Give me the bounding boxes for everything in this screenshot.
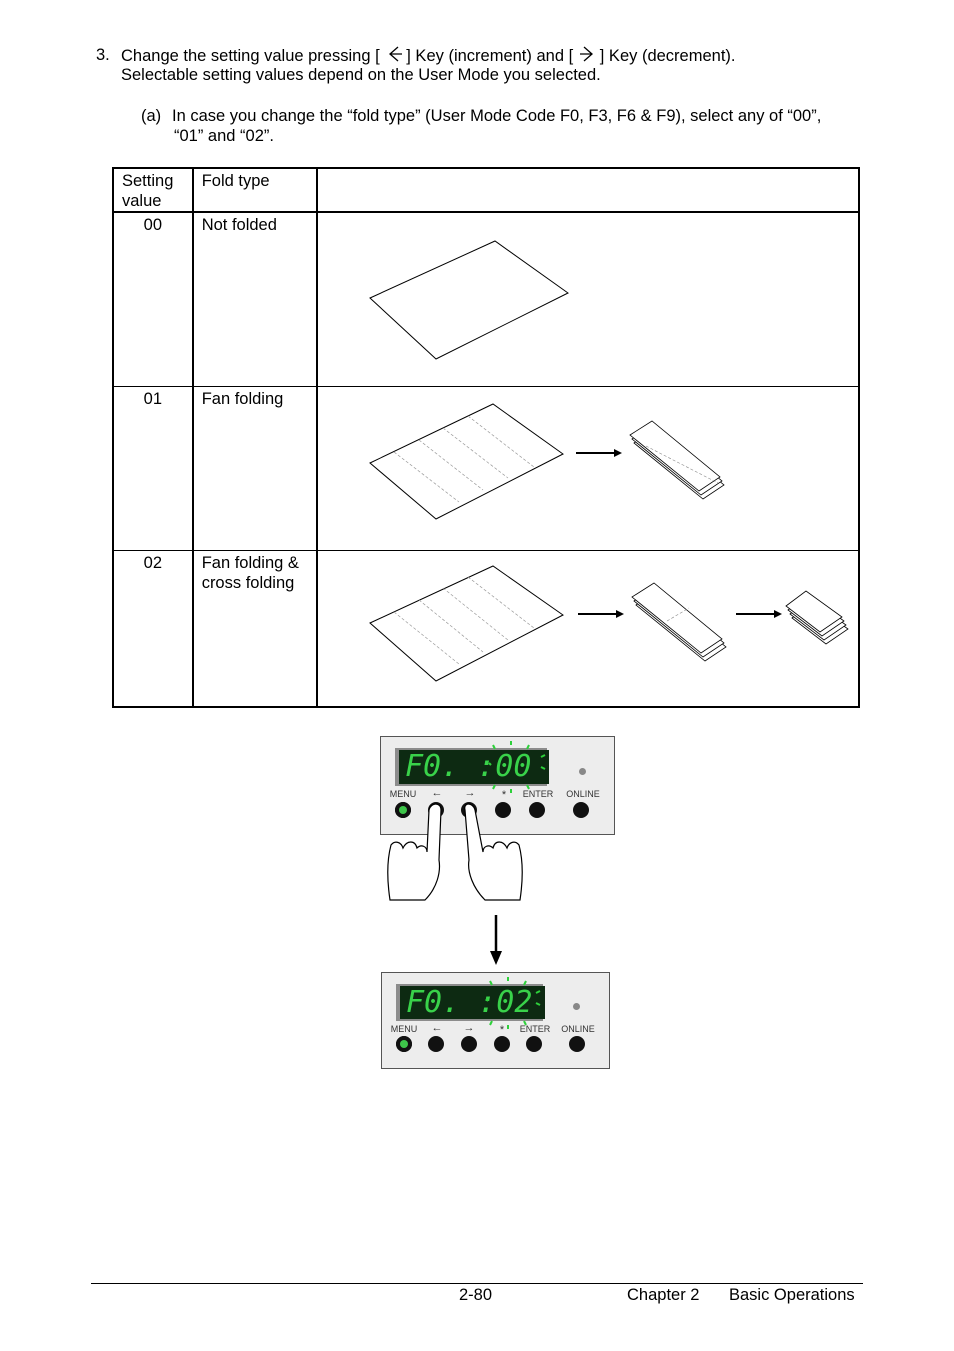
lcd-frame: F0. :00 xyxy=(395,748,549,786)
header-illustration xyxy=(316,167,860,213)
online-led xyxy=(579,768,586,775)
sub-line-2: “01” and “02”. xyxy=(174,127,274,145)
menu-button[interactable] xyxy=(395,802,411,818)
step-line-2: Selectable setting values depend on the … xyxy=(121,66,601,84)
footer-chapter: Chapter 2 xyxy=(627,1286,700,1304)
right-arrow-label: → xyxy=(464,787,476,799)
online-label: ONLINE xyxy=(566,789,600,799)
enter-button[interactable] xyxy=(529,802,545,818)
step-line-1-c: ] Key (decrement). xyxy=(599,46,736,65)
asterisk-button[interactable] xyxy=(494,1036,510,1052)
enter-label: ENTER xyxy=(519,1024,551,1034)
enter-label: ENTER xyxy=(522,789,554,799)
row-value: 01 xyxy=(143,390,163,408)
footer-rule xyxy=(91,1283,863,1284)
step-line-1: Change the setting value pressing [ ] Ke… xyxy=(121,45,735,68)
page-number: 2-80 xyxy=(459,1286,493,1304)
asterisk-label: * xyxy=(501,789,507,801)
online-label: ONLINE xyxy=(561,1024,595,1034)
header-fold-type: Fold type xyxy=(201,172,270,190)
step-line-1-b: ] Key (increment) and [ xyxy=(406,46,574,65)
right-arrow-button[interactable] xyxy=(461,1036,477,1052)
fan-cross-folding-illustration xyxy=(316,550,860,708)
left-arrow-label: ← xyxy=(431,787,443,799)
sub-label: (a) xyxy=(141,107,162,125)
fan-folding-illustration xyxy=(316,386,860,551)
blink-indicator-icon xyxy=(485,977,541,1029)
arrow-left-key-icon xyxy=(384,45,406,68)
row-value: 02 xyxy=(143,554,163,572)
asterisk-label: * xyxy=(499,1024,505,1036)
operation-panel-after: F0. :02 MENU ← → * ENTER ONLINE xyxy=(381,972,610,1069)
menu-label: MENU xyxy=(389,789,417,799)
row-value: 00 xyxy=(143,216,163,234)
lcd-display: F0. :00 xyxy=(399,750,549,784)
online-button[interactable] xyxy=(573,802,589,818)
row-fold-type: Fan folding xyxy=(201,390,284,408)
lcd-display: F0. :02 xyxy=(400,986,545,1020)
right-arrow-label: → xyxy=(463,1022,475,1034)
step-line-1-a: Change the setting value pressing [ xyxy=(121,46,380,65)
down-arrow-icon xyxy=(490,915,502,965)
arrow-right-key-icon xyxy=(578,45,600,68)
table-row: 00 Not folded xyxy=(112,211,860,387)
table-header-row: Setting value Fold type xyxy=(112,167,860,213)
hands-pressing-icon xyxy=(387,803,523,901)
blink-indicator-icon xyxy=(488,741,546,793)
enter-button[interactable] xyxy=(526,1036,542,1052)
left-arrow-button[interactable] xyxy=(428,1036,444,1052)
asterisk-button[interactable] xyxy=(495,802,511,818)
not-folded-illustration xyxy=(316,211,860,387)
footer-section: Basic Operations xyxy=(729,1286,855,1304)
table-row: 01 Fan folding xyxy=(112,386,860,551)
menu-label: MENU xyxy=(390,1024,418,1034)
sub-line-1: In case you change the “fold type” (User… xyxy=(172,107,822,125)
header-setting-value: Setting value xyxy=(122,172,174,210)
table-row: 02 Fan folding & cross folding xyxy=(112,550,860,708)
lcd-frame: F0. :02 xyxy=(396,984,545,1021)
row-fold-type: Fan folding & cross folding xyxy=(201,554,299,592)
online-button[interactable] xyxy=(569,1036,585,1052)
menu-button[interactable] xyxy=(396,1036,412,1052)
fold-type-table: Setting value Fold type 00 Not folded 01… xyxy=(112,167,860,708)
left-arrow-label: ← xyxy=(431,1022,443,1034)
row-fold-type: Not folded xyxy=(201,216,277,234)
step-number: 3. xyxy=(96,46,110,64)
online-led xyxy=(573,1003,580,1010)
